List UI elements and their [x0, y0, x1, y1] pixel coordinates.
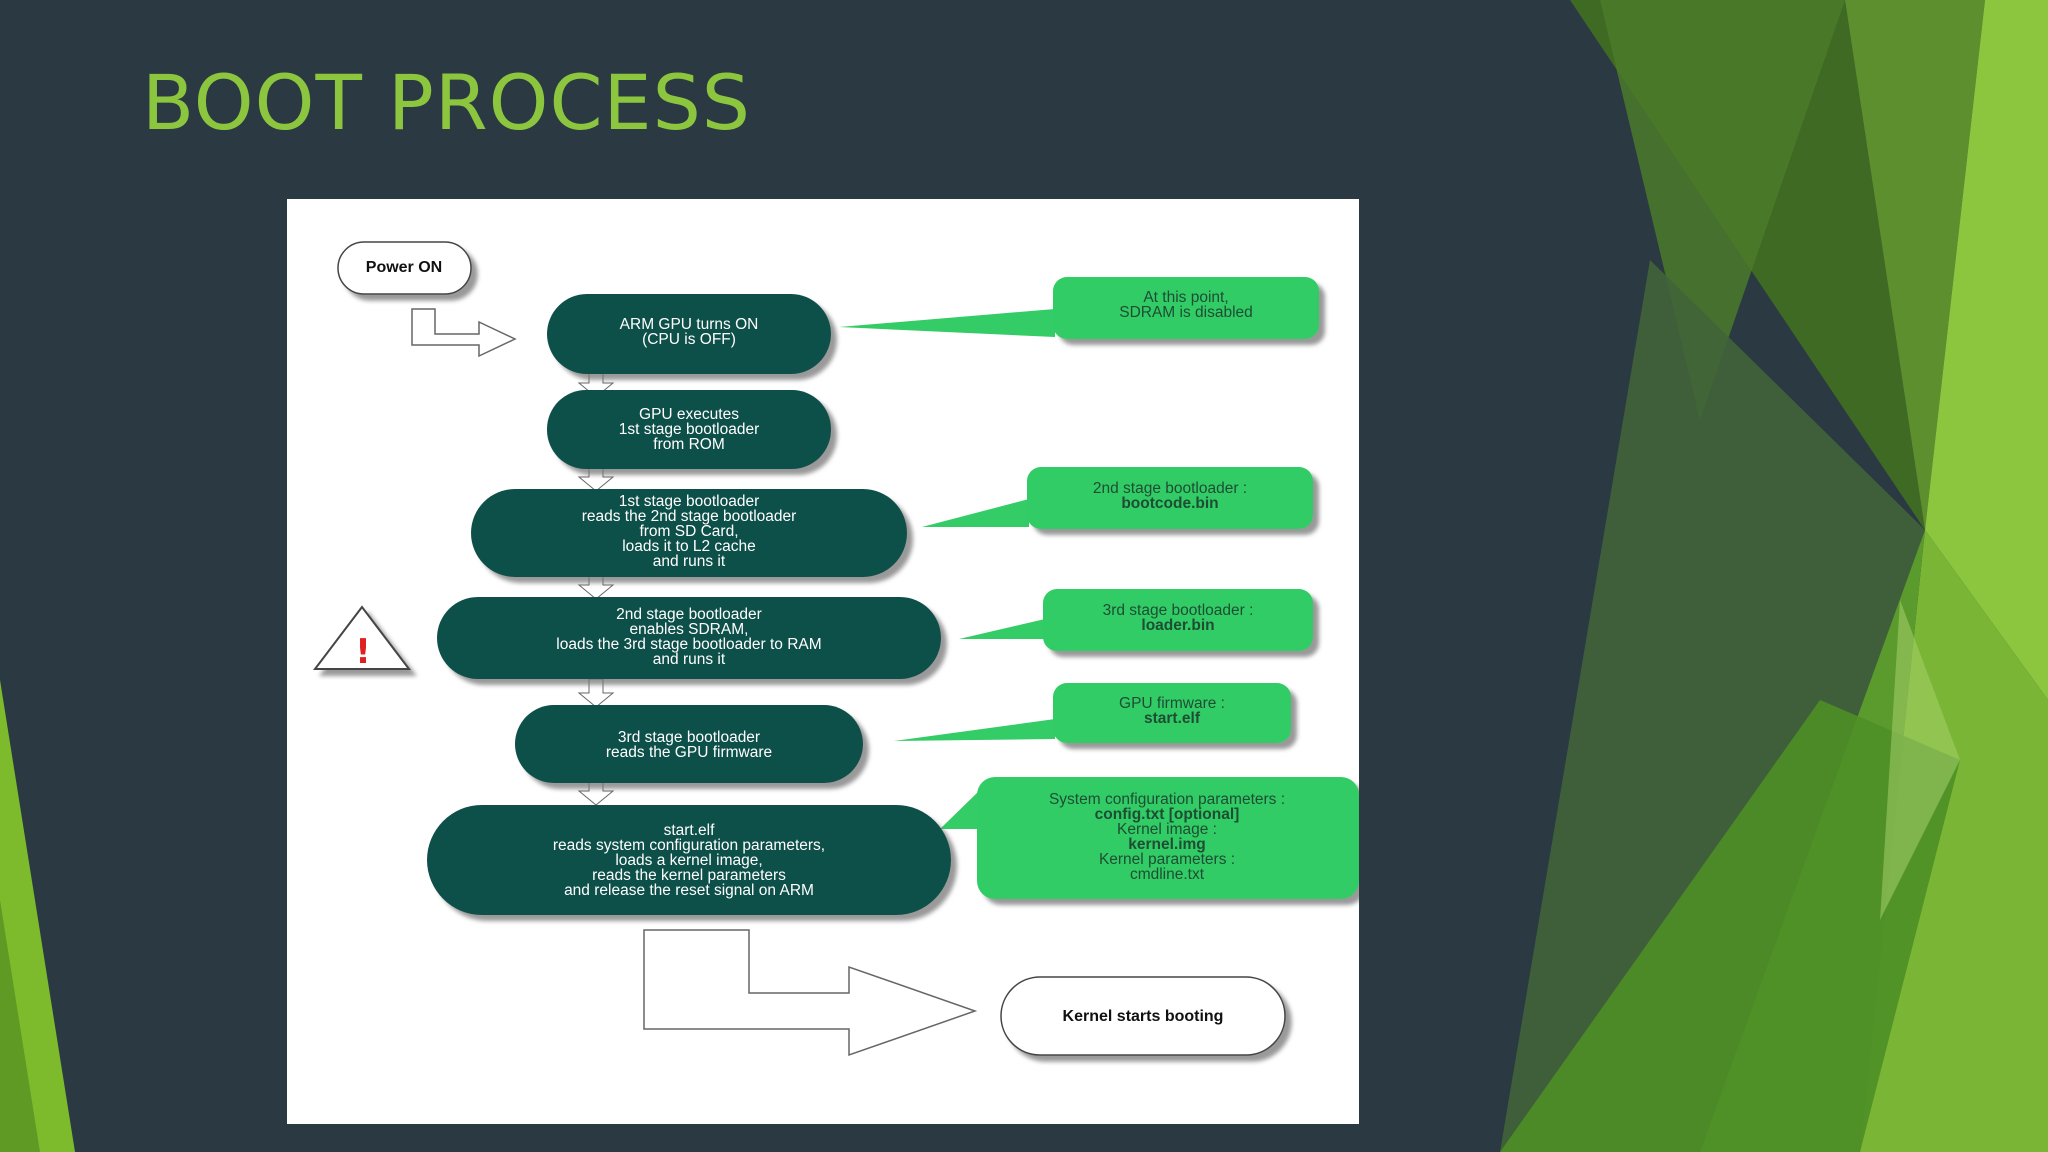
step-4-node: 2nd stage bootloader enables SDRAM, load…	[437, 597, 941, 679]
step-2-node: GPU executes 1st stage bootloader from R…	[547, 390, 831, 469]
callout-tails	[839, 309, 1055, 829]
step-6-node: start.elf reads system configuration par…	[427, 805, 951, 915]
step-6-line-2: reads system configuration parameters,	[553, 837, 825, 854]
callout-5-line-6: cmdline.txt	[1130, 866, 1205, 883]
bg-facet	[1600, 0, 1845, 420]
step-6-line-3: loads a kernel image,	[615, 852, 762, 869]
callout-loader: 3rd stage bootloader : loader.bin	[1043, 589, 1313, 651]
boot-flowchart: Power ON ARM GPU turns ON (CPU is OFF)	[312, 241, 1359, 1057]
step-3-line-1: 1st stage bootloader	[619, 493, 759, 510]
callout-5-line-2: config.txt [optional]	[1095, 806, 1240, 823]
callout-5-line-4: kernel.img	[1128, 836, 1206, 853]
bg-facet	[1500, 260, 1925, 1152]
step-4-line-2: enables SDRAM,	[630, 621, 749, 638]
callout-bootcode: 2nd stage bootloader : bootcode.bin	[1027, 467, 1313, 529]
step-3-line-2: reads the 2nd stage bootloader	[582, 508, 797, 525]
step-2-line-3: from ROM	[653, 436, 724, 453]
callout-4-line-2: start.elf	[1144, 710, 1201, 727]
step-4-line-4: and runs it	[653, 651, 726, 668]
callout-3-line-1: 3rd stage bootloader :	[1103, 602, 1254, 619]
step-3-line-3: from SD Card,	[639, 523, 738, 540]
callout-gpu-firmware: GPU firmware : start.elf	[1053, 683, 1291, 743]
slide-title: BOOT PROCESS	[142, 58, 752, 147]
step-1-node: ARM GPU turns ON (CPU is OFF)	[547, 294, 831, 374]
step-4-line-1: 2nd stage bootloader	[616, 606, 762, 623]
callout-5-line-5: Kernel parameters :	[1099, 851, 1235, 868]
power-on-node: Power ON	[337, 241, 472, 295]
step-connectors	[577, 370, 615, 806]
bg-facet	[1500, 700, 1960, 1152]
step-2-line-2: 1st stage bootloader	[619, 421, 759, 438]
bg-facet	[1925, 0, 2048, 700]
callout-1-line-2: SDRAM is disabled	[1119, 304, 1253, 321]
step-4-line-3: loads the 3rd stage bootloader to RAM	[556, 636, 821, 653]
step-3-line-5: and runs it	[653, 553, 726, 570]
callout-sdram-disabled: At this point, SDRAM is disabled	[1053, 277, 1319, 339]
step-5-node: 3rd stage bootloader reads the GPU firmw…	[515, 705, 863, 783]
final-arrow	[643, 929, 978, 1057]
start-arrow	[411, 308, 517, 358]
power-on-label: Power ON	[366, 259, 442, 276]
warning-symbol: !	[355, 632, 371, 672]
kernel-boot-node: Kernel starts booting	[1000, 976, 1286, 1056]
callout-1-line-1: At this point,	[1143, 289, 1228, 306]
callout-4-line-1: GPU firmware :	[1119, 695, 1225, 712]
diagram-panel: Power ON ARM GPU turns ON (CPU is OFF)	[287, 199, 1359, 1124]
step-6-line-5: and release the reset signal on ARM	[564, 882, 814, 899]
warning-icon: !	[312, 605, 412, 672]
bg-facet	[1845, 0, 1985, 530]
step-5-line-2: reads the GPU firmware	[606, 744, 772, 761]
step-6-line-1: start.elf	[664, 822, 716, 839]
callout-3-line-2: loader.bin	[1141, 617, 1214, 634]
bg-facet	[1860, 530, 2048, 1152]
step-2-line-1: GPU executes	[639, 406, 739, 423]
bg-facet-left	[0, 900, 40, 1152]
step-1-line-2: (CPU is OFF)	[642, 331, 736, 348]
callout-5-line-3: Kernel image :	[1117, 821, 1217, 838]
step-1-line-1: ARM GPU turns ON	[620, 316, 759, 333]
step-6-line-4: reads the kernel parameters	[592, 867, 786, 884]
callout-2-line-2: bootcode.bin	[1121, 495, 1218, 512]
callout-2-line-1: 2nd stage bootloader :	[1093, 480, 1247, 497]
step-3-line-4: loads it to L2 cache	[622, 538, 756, 555]
step-3-node: 1st stage bootloader reads the 2nd stage…	[471, 489, 907, 577]
kernel-boot-label: Kernel starts booting	[1063, 1008, 1224, 1025]
bg-facet	[1880, 600, 1960, 920]
callout-5-line-1: System configuration parameters :	[1049, 791, 1285, 808]
step-5-line-1: 3rd stage bootloader	[618, 729, 760, 746]
callout-config-params: System configuration parameters : config…	[977, 777, 1359, 899]
